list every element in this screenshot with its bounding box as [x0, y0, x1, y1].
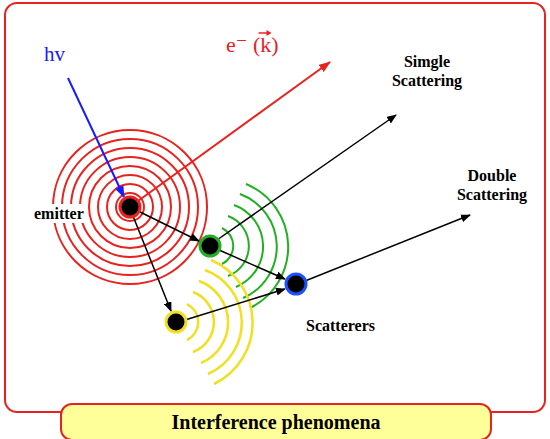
caption-text: Interference phenomena	[171, 411, 380, 434]
caption-box: Interference phenomena	[60, 403, 492, 439]
electron-arrow	[138, 62, 330, 201]
scatterers-label: Scatterers	[306, 316, 416, 335]
scattering-paths	[133, 115, 470, 320]
emitter-label: emitter	[32, 204, 86, 223]
scattered-waves-yellow	[187, 260, 253, 384]
photon-arrow	[68, 78, 124, 197]
electron-label: e⁻ (k)	[226, 32, 279, 58]
scattering-label: Double Scattering	[440, 166, 544, 204]
scatterer-atom	[286, 274, 306, 294]
frame	[5, 3, 545, 412]
emitter-atom	[120, 197, 140, 217]
scattering-label: Simgle Scattering	[372, 52, 482, 90]
scatterer-atom	[166, 312, 186, 332]
photon-label: hv	[44, 42, 84, 67]
scatterer-atom	[200, 236, 220, 256]
